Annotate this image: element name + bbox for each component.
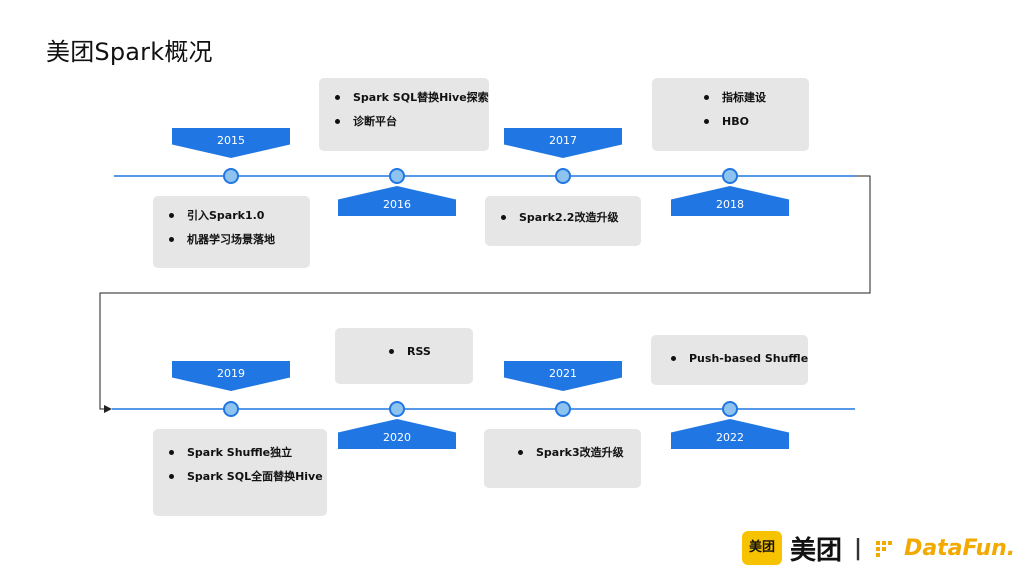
milestone-item: Push-based Shuffle	[671, 347, 808, 371]
milestone-item: Spark SQL全面替换Hive	[169, 465, 327, 489]
milestone-item: 指标建设	[704, 86, 809, 110]
meituan-logo-badge: 美团	[742, 531, 782, 565]
milestone-item: 机器学习场景落地	[169, 228, 310, 252]
milestone-box-2018: 指标建设 HBO	[652, 78, 809, 151]
timeline-node-2018	[722, 168, 738, 184]
meituan-logo-text: 美团	[790, 535, 843, 566]
datafun-logo-text: DataFun.	[904, 535, 1016, 561]
milestone-box-2019: Spark Shuffle独立 Spark SQL全面替换Hive	[153, 429, 327, 516]
milestone-item: Spark SQL替换Hive探索	[335, 86, 489, 110]
datafun-logo-icon	[876, 541, 893, 557]
milestone-item: 诊断平台	[335, 110, 489, 134]
milestone-item: Spark2.2改造升级	[501, 206, 641, 230]
timeline-connector	[99, 175, 871, 413]
milestone-box-2021: Spark3改造升级	[484, 429, 641, 488]
milestone-item: Spark Shuffle独立	[169, 441, 327, 465]
timeline-node-2016	[389, 168, 405, 184]
milestone-box-2022: Push-based Shuffle	[651, 335, 808, 385]
footer-logos: 美团 美团 | DataFun.	[742, 530, 1015, 566]
milestone-item: 引入Spark1.0	[169, 204, 310, 228]
timeline-node-2020	[389, 401, 405, 417]
milestone-box-2016: Spark SQL替换Hive探索 诊断平台	[319, 78, 489, 151]
milestone-box-2015: 引入Spark1.0 机器学习场景落地	[153, 196, 310, 268]
timeline-node-2021	[555, 401, 571, 417]
milestone-item: Spark3改造升级	[518, 441, 641, 465]
page-title: 美团Spark概况	[46, 38, 213, 66]
timeline-node-2017	[555, 168, 571, 184]
timeline-node-2022	[722, 401, 738, 417]
milestone-item: HBO	[704, 110, 809, 134]
timeline-node-2015	[223, 168, 239, 184]
logo-separator: |	[854, 535, 863, 561]
milestone-box-2020: RSS	[335, 328, 473, 384]
milestone-item: RSS	[389, 340, 473, 364]
milestone-box-2017: Spark2.2改造升级	[485, 196, 641, 246]
timeline-node-2019	[223, 401, 239, 417]
